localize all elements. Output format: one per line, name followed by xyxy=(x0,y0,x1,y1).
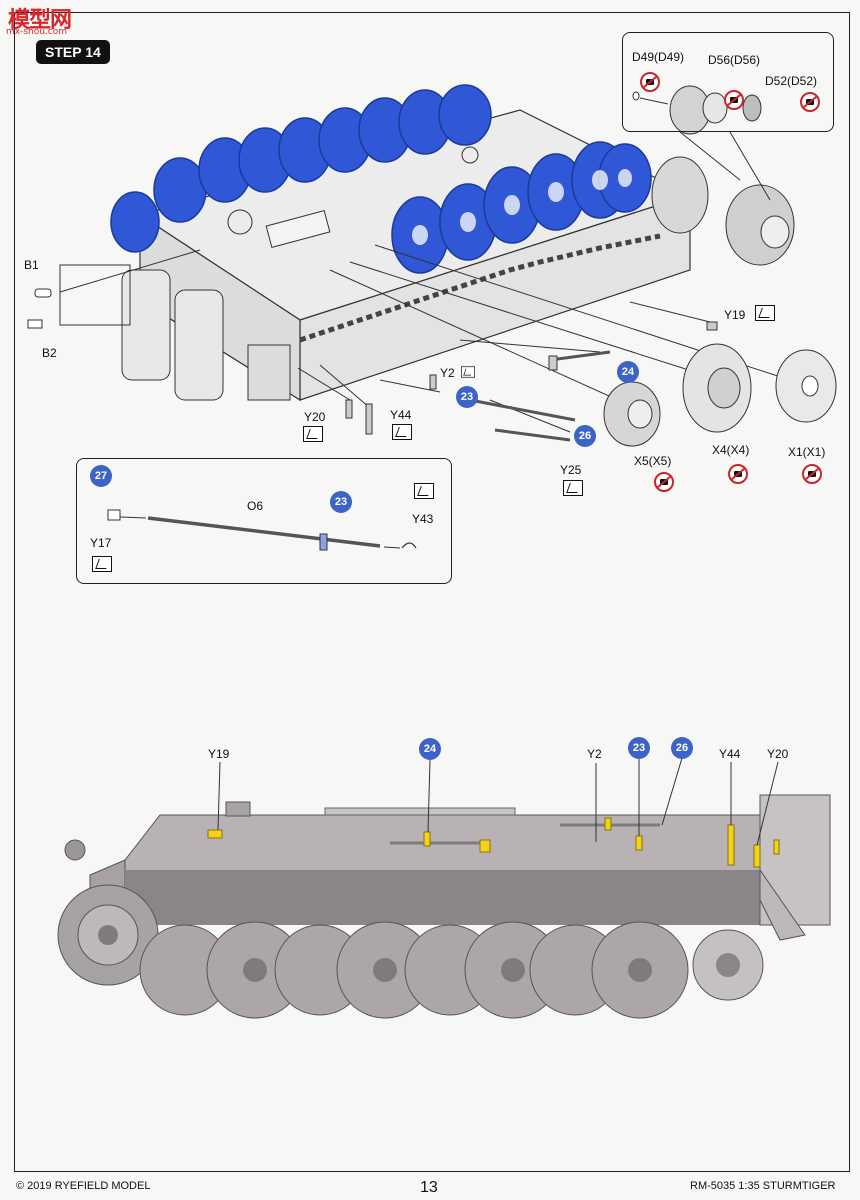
exploded-wheel-parts xyxy=(603,343,837,447)
callout-y19: Y19 xyxy=(208,747,230,761)
glue-icon xyxy=(461,366,475,378)
glue-icon xyxy=(755,305,775,321)
callout-y44: Y44 xyxy=(719,747,741,761)
badge-26: 26 xyxy=(574,425,596,447)
glue-icon xyxy=(392,424,412,440)
label-x5: X5(X5) xyxy=(634,454,672,468)
page-frame xyxy=(14,12,850,1172)
copyright-text: © 2019 RYEFIELD MODEL xyxy=(16,1180,151,1192)
rod-o6 xyxy=(147,516,381,548)
watermark-text: 模型网 xyxy=(8,8,72,33)
glue-icon xyxy=(92,556,112,572)
label-d49: D49(D49) xyxy=(632,50,685,64)
highlighted-parts xyxy=(207,817,780,868)
label-d52: D52(D52) xyxy=(765,74,818,88)
label-x4: X4(X4) xyxy=(712,443,750,457)
label-y19: Y19 xyxy=(724,308,746,322)
badge-23: 23 xyxy=(456,386,478,408)
glue-icon xyxy=(414,483,434,499)
no-glue-icon xyxy=(640,72,660,92)
label-x1: X1(X1) xyxy=(788,445,826,459)
label-y2: Y2 xyxy=(440,366,455,380)
no-glue-icon xyxy=(800,92,820,112)
callout-badge-26: 26 xyxy=(671,737,693,759)
label-d56: D56(D56) xyxy=(708,53,761,67)
hull-side-view xyxy=(64,794,831,941)
label-y43: Y43 xyxy=(412,512,434,526)
drive-sprocket xyxy=(57,884,159,986)
glue-icon xyxy=(303,426,323,442)
label-y25: Y25 xyxy=(560,463,582,477)
no-glue-icon xyxy=(802,464,822,484)
label-y17: Y17 xyxy=(90,536,112,550)
side-road-wheels xyxy=(139,921,689,1019)
watermark-logo: 模型网 mx-shou.com xyxy=(2,2,80,38)
label-y20: Y20 xyxy=(304,410,326,424)
callout-y20: Y20 xyxy=(767,747,789,761)
label-y44: Y44 xyxy=(390,408,412,422)
detail-callout-box xyxy=(622,32,834,132)
glue-icon xyxy=(563,480,583,496)
step-title: STEP 14 xyxy=(36,40,110,64)
callout-y2: Y2 xyxy=(587,747,602,761)
badge-23: 23 xyxy=(330,491,352,513)
label-o6: O6 xyxy=(247,499,264,513)
badge-27: 27 xyxy=(90,465,112,487)
no-glue-icon xyxy=(728,464,748,484)
page-number: 13 xyxy=(420,1179,438,1196)
label-b2: B2 xyxy=(42,346,57,360)
far-side-road-wheels xyxy=(110,84,492,253)
badge-24: 24 xyxy=(617,361,639,383)
watermark-url: mx-shou.com xyxy=(6,27,68,37)
subassembly-box xyxy=(76,458,452,584)
callout-badge-23: 23 xyxy=(628,737,650,759)
no-glue-icon xyxy=(724,90,744,110)
detail-parts xyxy=(632,85,762,135)
model-code: RM-5035 1:35 STURMTIGER xyxy=(690,1180,836,1192)
callout-badge-24: 24 xyxy=(419,738,441,760)
no-glue-icon xyxy=(654,472,674,492)
label-b1: B1 xyxy=(24,258,39,272)
